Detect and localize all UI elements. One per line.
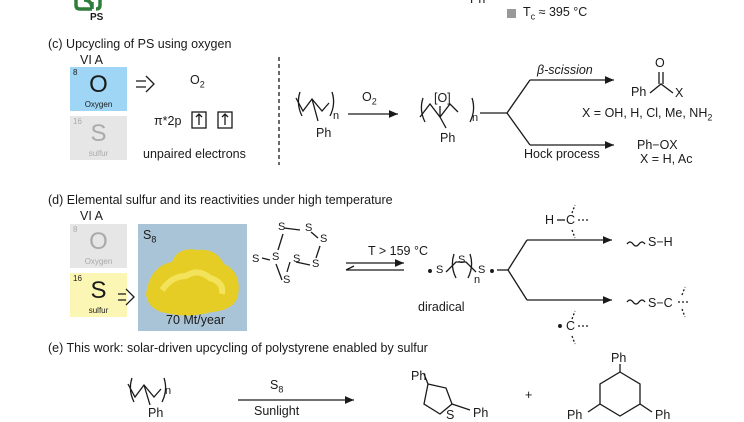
c-ps-n: n [333, 110, 340, 122]
e-thiophene-ph1: Ph [411, 369, 427, 383]
c-ketone-o: O [655, 56, 665, 70]
c-x-list2: X = H, Ac [640, 152, 693, 166]
tc-legend-square [507, 9, 516, 18]
c-ketone-x: X [675, 86, 684, 100]
diradical-n: n [474, 274, 481, 286]
s8-atom: S [252, 253, 260, 265]
c-ketone-ph: Ph [631, 85, 647, 99]
wavy-bond [626, 241, 646, 247]
c-reagent: O2 [362, 90, 377, 107]
e-ps-ph: Ph [148, 406, 164, 420]
spin-up-arrow-icon [195, 113, 203, 125]
c-phox: Ph−OX [637, 138, 678, 152]
section-d-title: (d) Elemental sulfur and its reactivitie… [48, 193, 393, 207]
s8-atom: S [305, 222, 313, 234]
c-ox-n: n [472, 112, 479, 124]
c-group-label: VI A [80, 53, 103, 67]
s8-atom: S [283, 274, 291, 286]
diradical-s-left: S [436, 264, 444, 276]
d-c-atom-bottom: C [566, 319, 576, 333]
d-group-label: VI A [80, 209, 103, 223]
e-plus: + [525, 388, 533, 402]
tc-label: Tc ≈ 395 °C [523, 5, 588, 22]
thiophene-ring [423, 383, 453, 415]
section-c-title: (c) Upcycling of PS using oxygen [48, 37, 232, 51]
c-beta-label: β-scission [537, 63, 593, 77]
c-ox-ph: Ph [440, 131, 456, 145]
c-x-list: X = OH, H, Cl, Me, NH2 [582, 106, 713, 123]
ps-label: PS [90, 12, 104, 23]
c-hock-label: Hock process [524, 147, 600, 161]
orbital-box [191, 111, 207, 129]
wavy-bond [626, 299, 646, 305]
top-ph-label: Ph [470, 0, 485, 6]
e-condition: Sunlight [254, 404, 300, 418]
s8-atom: S [278, 221, 286, 233]
d-oxygen-tile: 8 O Oxygen [70, 224, 127, 268]
c-sulfur-tile: 16 S sulfur [70, 116, 127, 160]
d-c-atom-top: C [566, 213, 576, 227]
e-benzene-ph-top: Ph [611, 351, 627, 365]
e-thiophene-ph2: Ph [473, 406, 489, 420]
benzene-ring [599, 371, 641, 417]
d-product-sc: S−C [648, 296, 673, 310]
diradical-s-right: S [478, 264, 486, 276]
sulfur-powder-icon [146, 249, 239, 316]
d-sulfur-tile: 16 S sulfur [70, 273, 127, 317]
s8-atom: S [293, 253, 301, 265]
c-ox-label: [O] [434, 91, 451, 105]
s8-atom: S [312, 258, 320, 270]
c-ps-ph: Ph [316, 126, 332, 140]
e-reagent: S8 [270, 378, 284, 395]
d-product-sh: S−H [648, 235, 673, 249]
photo-s8-label: S8 [143, 228, 157, 245]
c-oxygen-tile: 8 O Oxygen [70, 67, 127, 111]
equilibrium-reverse-arrow [345, 265, 404, 271]
recycle-logo-icon [74, 0, 102, 11]
radical-dot [490, 269, 494, 273]
e-benzene-ph-right: Ph [655, 408, 671, 422]
d-h-atom: H [545, 213, 555, 227]
s8-ring-bonds [261, 227, 321, 281]
d-temp-label: T > 159 °C [368, 244, 429, 258]
e-ps-n: n [165, 385, 172, 397]
e-benzene-ph-left: Ph [567, 408, 583, 422]
diradical-label: diradical [418, 300, 465, 314]
diradical-s-mid: S [458, 254, 466, 266]
production-label: 70 Mt/year [166, 313, 226, 327]
s8-atom: S [272, 251, 280, 263]
c-unpaired-label: unpaired electrons [143, 147, 246, 161]
section-e-title: (e) This work: solar-driven upcycling of… [48, 341, 428, 355]
s8-atom: S [320, 233, 328, 245]
spin-up-arrow-icon [221, 113, 229, 125]
c-pi-label: π*2p [154, 114, 182, 128]
radical-dot [428, 269, 432, 273]
open-arrow-icon [118, 288, 135, 306]
c-o2-label: O2 [190, 73, 205, 90]
orbital-box [217, 111, 233, 129]
sulfur-photo: S8 70 Mt/year [138, 224, 247, 331]
open-arrow-icon [136, 75, 155, 93]
e-thiophene-s: S [446, 408, 455, 422]
